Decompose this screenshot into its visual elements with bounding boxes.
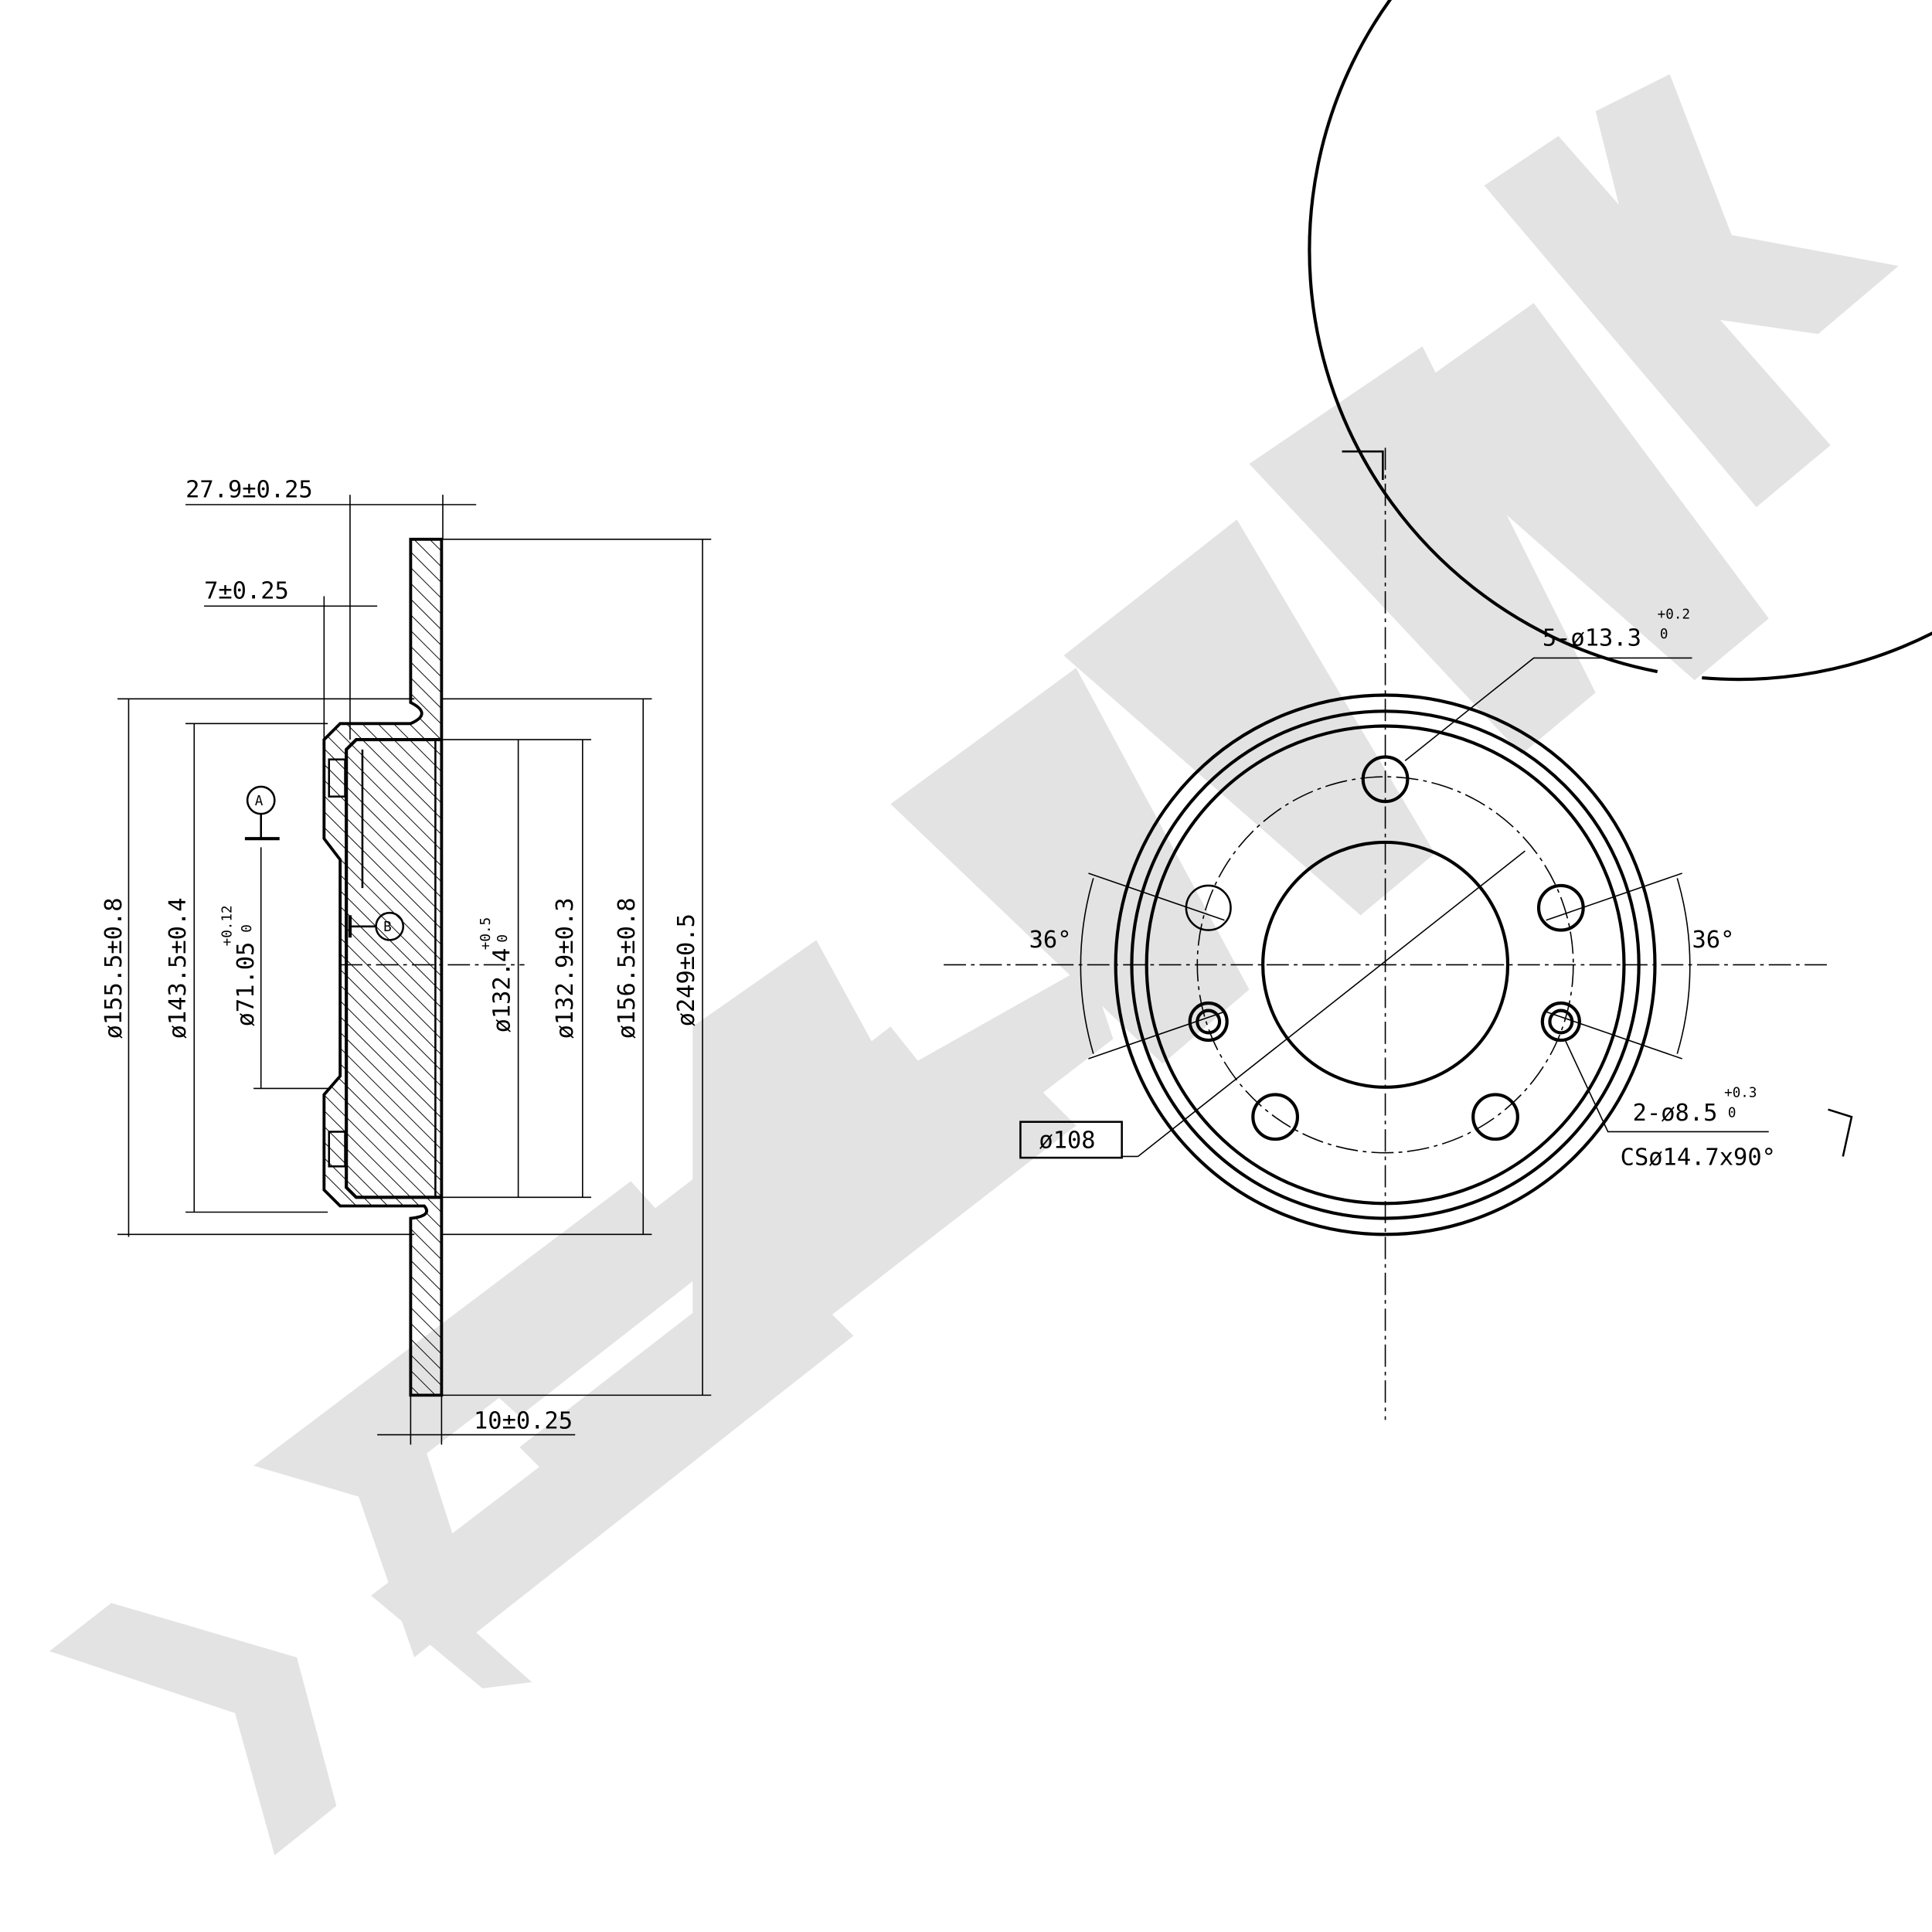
dim-d132-4-tol-lower: 0	[495, 934, 511, 943]
bolt-hole	[1536, 883, 1585, 932]
watermark-logo	[49, 74, 1899, 1855]
dim-total-height: 27.9±0.25	[185, 476, 313, 503]
dim-d143: ø143.5±0.4	[165, 897, 192, 1039]
small-hole-countersink	[1540, 1001, 1581, 1043]
dim-d132-4: ø132.4	[488, 948, 515, 1033]
front-view: 36° 36° ø108 5-ø13.3 +0.2 0 2-ø8.5 +0.3 …	[944, 0, 1932, 1420]
bolt-hole	[1185, 884, 1232, 931]
disc-section-hatched	[322, 537, 444, 1397]
disc-outer-edge	[1308, 0, 1932, 682]
section-view: A B 27.9±0.25 7±0.25	[100, 476, 712, 1445]
small-holes-tol-upper: +0.3	[1724, 1086, 1757, 1101]
dim-d71-tol-lower: 0	[240, 924, 255, 933]
dim-d249: ø249±0.5	[673, 913, 700, 1026]
dim-d71: ø71.05	[233, 942, 260, 1027]
datum-b-label: B	[383, 920, 392, 935]
dim-d155: ø155.5±0.8	[100, 897, 128, 1039]
pcd-box	[1019, 1121, 1123, 1159]
holes-tol-lower: 0	[1660, 627, 1668, 642]
datum-a-label: A	[255, 794, 264, 809]
bolt-hole	[1361, 755, 1410, 804]
dim-hat-thickness: 7±0.25	[204, 578, 289, 605]
dim-d71-tol-upper: +0.12	[219, 905, 235, 946]
countersink-label: CSø14.7x90°	[1621, 1145, 1776, 1172]
dim-d156: ø156.5±0.8	[614, 897, 641, 1039]
small-holes-tol-lower: 0	[1728, 1105, 1736, 1121]
dim-d132-9: ø132.9±0.3	[552, 897, 579, 1039]
holes-tol-upper: +0.2	[1658, 607, 1690, 622]
small-hole	[1548, 1009, 1574, 1035]
pcd-label: ø108	[1039, 1127, 1095, 1154]
angle-left-label: 36°	[1029, 927, 1072, 954]
bolt-hole	[1471, 1093, 1519, 1141]
angle-right-label: 36°	[1692, 927, 1735, 954]
small-hole-countersink	[1188, 1001, 1229, 1043]
holes-label: 5-ø13.3	[1543, 624, 1641, 651]
small-holes-label: 2-ø8.5	[1633, 1100, 1718, 1127]
dim-disc-thickness: 10±0.25	[474, 1408, 573, 1435]
bolt-hole	[1251, 1093, 1300, 1141]
dim-d132-4-tol-upper: +0.5	[478, 917, 494, 950]
